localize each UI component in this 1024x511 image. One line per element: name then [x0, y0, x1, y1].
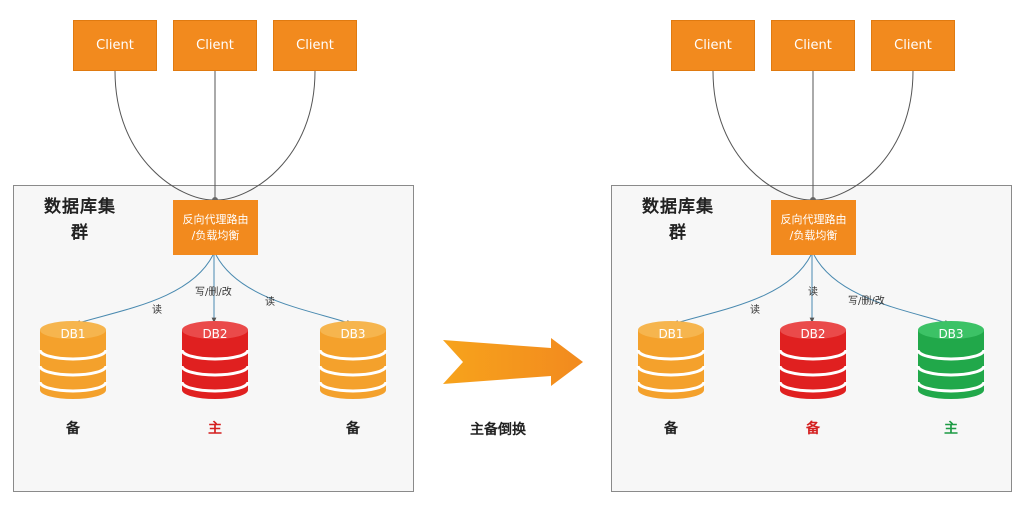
db-name: DB2: [202, 327, 228, 341]
switch-arrow-icon: [443, 338, 583, 386]
client-3-line: [216, 70, 316, 201]
edge-label-read: 读: [808, 287, 818, 298]
db-role: 主: [944, 421, 958, 437]
client-1-line: [712, 70, 812, 201]
after-diagram: 数据库集 群 Client Client Client 反向代理路由 /负载均衡…: [598, 0, 1024, 511]
database-db2: DB2: [778, 320, 848, 400]
db-role: 备: [664, 421, 678, 437]
client-box: Client: [671, 20, 755, 71]
edge-read-db1: [74, 254, 214, 325]
db-name: DB3: [340, 327, 366, 341]
database-orange-icon: [38, 321, 108, 399]
client-1-line: [114, 70, 214, 201]
switch-label: 主备倒换: [470, 422, 526, 438]
db-name: DB2: [800, 327, 826, 341]
client-box: Client: [273, 20, 357, 71]
edge-label-read: 读: [265, 297, 275, 308]
database-db3: DB3: [318, 320, 388, 400]
client-box: Client: [173, 20, 257, 71]
edge-write-db3: [813, 254, 951, 325]
connection-lines: [74, 70, 353, 325]
cluster-title: 数据库集 群: [44, 197, 116, 243]
reverse-proxy-load-balancer: 反向代理路由 /负载均衡: [173, 200, 258, 255]
edge-label-read: 读: [750, 305, 760, 316]
edge-read-db1: [672, 254, 812, 325]
database-db1: DB1: [636, 320, 706, 400]
client-box: Client: [73, 20, 157, 71]
database-db2: DB2: [180, 320, 250, 400]
edge-label-write: 写/删/改: [195, 287, 232, 298]
cluster-title: 数据库集 群: [642, 197, 714, 243]
database-db1: DB1: [38, 320, 108, 400]
database-db3: DB3: [916, 320, 986, 400]
db-role: 备: [346, 421, 360, 437]
client-box: Client: [871, 20, 955, 71]
connection-lines: [672, 70, 951, 325]
database-orange-icon: [636, 321, 706, 399]
client-box: Client: [771, 20, 855, 71]
db-name: DB1: [60, 327, 86, 341]
db-role: 主: [208, 421, 222, 437]
database-green-icon: [916, 321, 986, 399]
db-role: 备: [806, 421, 820, 437]
edge-read-db3: [215, 254, 353, 325]
before-diagram: 数据库集 群 Client Client Client 反向代理路由 /负载均衡…: [13, 20, 414, 492]
client-3-line: [814, 70, 914, 201]
database-red-icon: [778, 321, 848, 399]
reverse-proxy-load-balancer: 反向代理路由 /负载均衡: [771, 200, 856, 255]
edge-label-read: 读: [152, 305, 162, 316]
db-role: 备: [66, 421, 80, 437]
db-name: DB1: [658, 327, 684, 341]
database-red-icon: [180, 321, 250, 399]
db-name: DB3: [938, 327, 964, 341]
edge-label-write: 写/删/改: [848, 296, 885, 307]
database-orange-icon: [318, 321, 388, 399]
